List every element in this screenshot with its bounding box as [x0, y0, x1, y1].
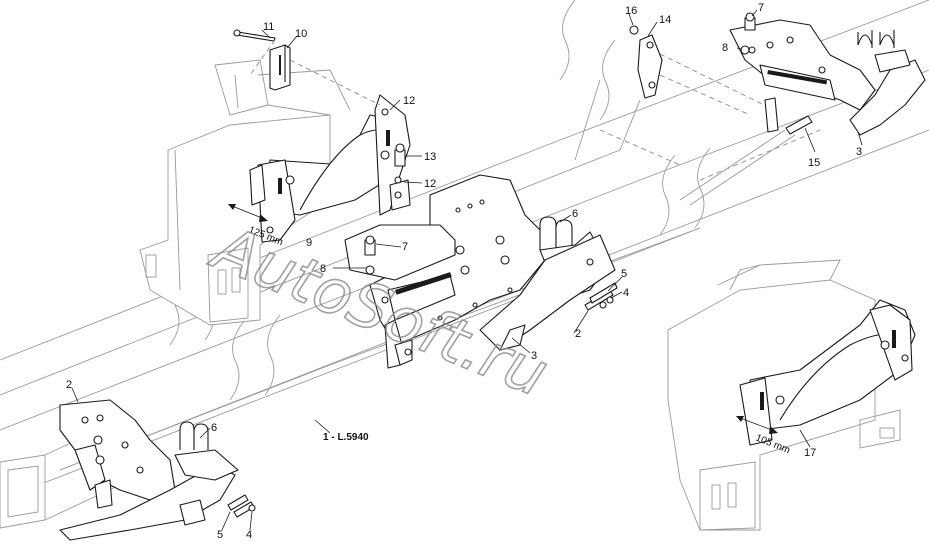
label-1-beam: 1 - L.5940 [323, 432, 369, 443]
label-16: 16 [625, 5, 637, 17]
bracket-assembly-top-right [729, 19, 876, 133]
shaft-15 [679, 115, 813, 206]
stabilizer-arm-bottom-left [59, 421, 239, 541]
assembly-guide-lines [249, 39, 821, 181]
label-12-mid: 12 [424, 178, 436, 190]
label-14: 14 [659, 14, 671, 26]
nut-8-top [740, 45, 750, 55]
bolt-11 [233, 29, 276, 42]
main-frame-beam [0, 0, 929, 501]
pin-set-center [584, 282, 618, 311]
nut-8-center [365, 265, 375, 275]
label-11: 11 [263, 21, 274, 33]
nut-12-top [381, 108, 389, 116]
label-5-left: 5 [217, 529, 223, 541]
bracket-clip-10 [269, 44, 291, 91]
roller-cradle-left [249, 94, 411, 243]
label-15: 15 [808, 157, 820, 169]
leader-lines [71, 9, 863, 531]
label-4-center: 4 [623, 287, 629, 299]
nut-12-mid [394, 176, 402, 184]
label-2-left: 2 [66, 379, 72, 391]
label-13: 13 [424, 151, 436, 163]
stabilizer-arm-top-right [849, 30, 926, 136]
link-plate-14 [637, 34, 663, 99]
bolt-7-top [744, 12, 756, 31]
label-5-center: 5 [621, 268, 627, 280]
label-6-left: 6 [211, 422, 217, 434]
label-8-center: 8 [320, 263, 326, 275]
label-2-center: 2 [575, 328, 581, 340]
beam-end-section [0, 419, 121, 529]
label-6-center: 6 [572, 208, 578, 220]
bolt-7-center [364, 235, 376, 256]
nut-16 [629, 25, 639, 35]
roller-cradle-right [739, 299, 916, 446]
label-7-center: 7 [402, 241, 408, 253]
label-9: 9 [306, 237, 312, 249]
label-10: 10 [295, 28, 307, 40]
label-8-top: 8 [722, 42, 728, 54]
bracket-assembly-bottom-left [59, 399, 176, 509]
pin-set-bottom-left [227, 494, 256, 518]
label-12-top: 12 [403, 95, 415, 107]
part-labels: 11 10 12 13 12 16 14 7 8 15 3 6 7 8 9 5 … [66, 2, 862, 541]
label-17: 17 [804, 447, 816, 459]
label-7-top: 7 [758, 2, 764, 14]
label-4-left: 4 [246, 529, 252, 541]
label-3-top: 3 [856, 146, 862, 158]
label-3-center: 3 [531, 350, 537, 362]
bolt-13 [394, 143, 406, 167]
